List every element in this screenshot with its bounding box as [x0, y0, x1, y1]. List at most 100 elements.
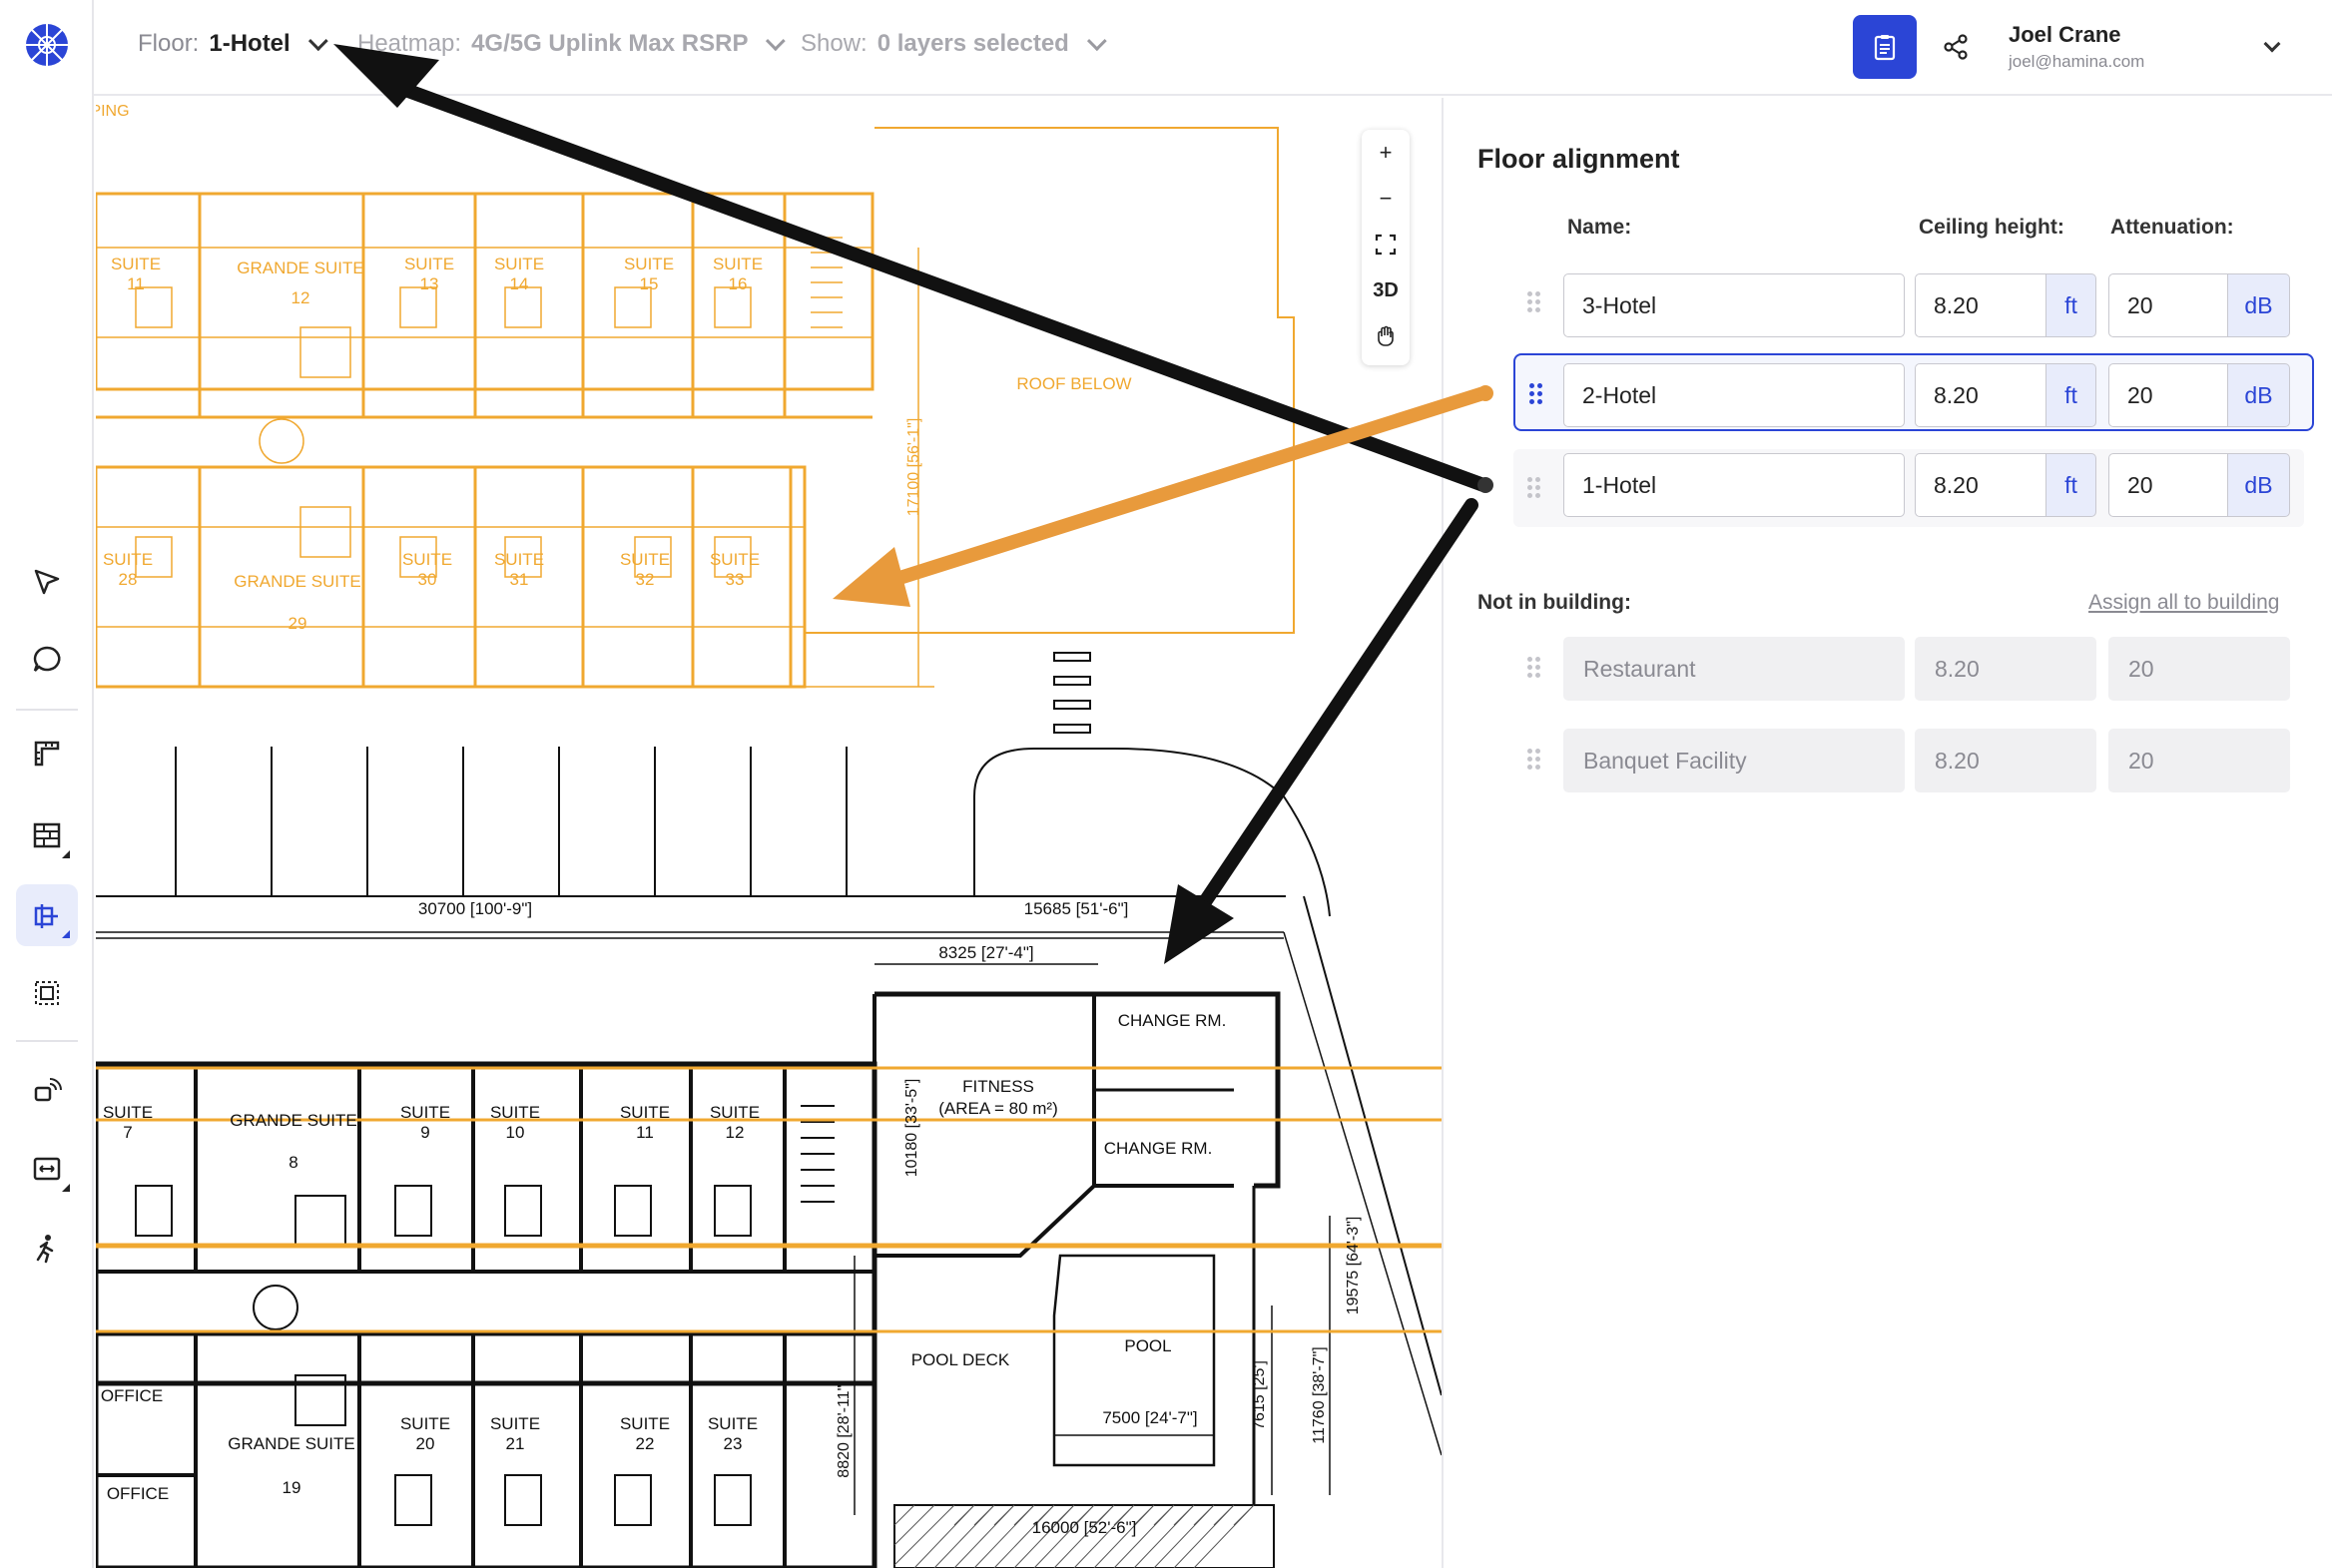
room-number: 8 — [289, 1153, 297, 1172]
user-email: joel@hamina.com — [2009, 52, 2145, 71]
heatmap-label: Heatmap: — [357, 30, 462, 57]
drag-handle-icon[interactable] — [1527, 291, 1541, 313]
rail-divider — [16, 1040, 78, 1042]
overlay-room-label: SUITE — [494, 550, 544, 569]
panel-title: Floor alignment — [1477, 144, 1680, 174]
floor-row-selected[interactable]: 2-Hotel 8.20 ft 20 dB — [1513, 353, 2314, 431]
floor-name-input[interactable]: 2-Hotel — [1563, 363, 1905, 427]
drag-handle-icon[interactable] — [1527, 477, 1541, 499]
ceiling-height-input[interactable]: 8.20 — [1915, 363, 2046, 427]
attenuation-input[interactable]: 20 — [2108, 273, 2228, 337]
floor-row: 3-Hotel 8.20 ft 20 dB — [1513, 263, 2304, 341]
hamina-logo-icon[interactable] — [24, 22, 70, 68]
zoom-in-button[interactable]: + — [1379, 140, 1393, 165]
overlay-floor-plan — [96, 127, 1295, 689]
floor-alignment-icon[interactable] — [16, 884, 78, 946]
attenuation-input[interactable]: 20 — [2108, 363, 2228, 427]
comment-icon[interactable] — [16, 629, 78, 691]
scale-icon[interactable] — [16, 1138, 78, 1200]
overlay-room-number: 31 — [510, 570, 529, 589]
floor-name-input[interactable]: 1-Hotel — [1563, 453, 1905, 517]
ruler-icon[interactable] — [16, 723, 78, 784]
heatmap-selector[interactable]: Heatmap: 4G/5G Uplink Max RSRP — [357, 30, 787, 58]
dimension-label: 8325 [27'-4"] — [938, 943, 1033, 962]
room-number: 21 — [506, 1434, 525, 1453]
overlay-room-number: 32 — [636, 570, 655, 589]
fullscreen-icon — [1375, 234, 1397, 256]
room-label: SUITE — [620, 1103, 670, 1122]
alignment-guides — [96, 1066, 1442, 1333]
ceiling-unit: ft — [2046, 453, 2096, 517]
unassigned-attenuation[interactable]: 20 — [2108, 729, 2290, 792]
overlay-room-number: 15 — [640, 274, 659, 293]
floor-alignment-panel: Floor alignment Name: Ceiling height: At… — [1442, 98, 2332, 1568]
area-select-icon[interactable] — [16, 962, 78, 1024]
unassigned-floor-name[interactable]: Banquet Facility — [1563, 729, 1905, 792]
drag-handle-icon[interactable] — [1527, 749, 1541, 771]
room-number: 20 — [416, 1434, 435, 1453]
unassigned-floor-row: Banquet Facility 8.20 20 — [1513, 729, 2304, 792]
overlay-room-label: SUITE — [624, 255, 674, 273]
room-number: 7 — [123, 1123, 132, 1142]
column-header-name: Name: — [1567, 216, 1632, 239]
dimension-label: 10180 [33'-5"] — [903, 1079, 920, 1178]
unassigned-ceiling-height[interactable]: 8.20 — [1915, 637, 2096, 701]
drag-handle-icon[interactable] — [1529, 383, 1543, 405]
3d-view-button[interactable]: 3D — [1373, 278, 1399, 301]
attenuation-unit: dB — [2228, 363, 2290, 427]
overlay-room-label: GRANDE SUITE — [237, 259, 364, 277]
floor-row: 1-Hotel 8.20 ft 20 dB — [1513, 449, 2304, 527]
top-bar: Floor: 1-Hotel Heatmap: 4G/5G Uplink Max… — [94, 0, 2332, 96]
attenuation-input[interactable]: 20 — [2108, 453, 2228, 517]
room-number: 9 — [420, 1123, 429, 1142]
attenuation-unit: dB — [2228, 273, 2290, 337]
room-label: OFFICE — [101, 1386, 163, 1405]
ceiling-height-input[interactable]: 8.20 — [1915, 273, 2046, 337]
fit-to-screen-button[interactable] — [1362, 222, 1410, 267]
walk-survey-icon[interactable] — [16, 1218, 78, 1280]
overlay-room-number: 11 — [127, 274, 145, 293]
assign-all-link[interactable]: Assign all to building — [2088, 591, 2280, 614]
floor-name-input[interactable]: 3-Hotel — [1563, 273, 1905, 337]
show-label: Show: — [801, 30, 868, 57]
floor-selector[interactable]: Floor: 1-Hotel — [138, 30, 328, 58]
overlay-room-number: 29 — [289, 614, 307, 633]
floor-value: 1-Hotel — [209, 30, 291, 57]
floor-label: Floor: — [138, 30, 200, 57]
room-label: SUITE — [400, 1414, 450, 1433]
user-name: Joel Crane — [2009, 22, 2121, 47]
unassigned-floor-name[interactable]: Restaurant — [1563, 637, 1905, 701]
access-point-icon[interactable] — [16, 1060, 78, 1122]
walls-icon[interactable] — [16, 804, 78, 866]
unassigned-attenuation[interactable]: 20 — [2108, 637, 2290, 701]
pan-button[interactable] — [1362, 313, 1410, 359]
chevron-down-icon — [1086, 31, 1107, 52]
share-button[interactable] — [1931, 22, 1981, 72]
layers-selector[interactable]: Show: 0 layers selected — [801, 30, 1107, 58]
drag-handle-icon[interactable] — [1527, 657, 1541, 679]
overlay-room-number: 30 — [418, 570, 437, 589]
attenuation-unit: dB — [2228, 453, 2290, 517]
room-label: SUITE — [400, 1103, 450, 1122]
overlay-room-number: 28 — [119, 570, 138, 589]
user-menu[interactable]: Joel Crane joel@hamina.com — [2009, 22, 2144, 72]
room-number: 11 — [636, 1123, 654, 1142]
select-pointer-icon[interactable] — [16, 551, 78, 613]
room-label: FITNESS — [962, 1077, 1034, 1096]
ceiling-unit: ft — [2046, 273, 2096, 337]
unassigned-ceiling-height[interactable]: 8.20 — [1915, 729, 2096, 792]
chevron-down-icon — [307, 31, 328, 52]
room-label: SUITE — [620, 1414, 670, 1433]
room-label: SUITE — [103, 1103, 153, 1122]
share-icon — [1944, 34, 1968, 60]
left-toolbar — [0, 0, 94, 1568]
room-label: (AREA = 80 m²) — [938, 1099, 1058, 1118]
report-button[interactable] — [1853, 15, 1917, 79]
rail-divider — [16, 709, 78, 711]
overlay-room-label: SUITE — [103, 550, 153, 569]
zoom-out-button[interactable]: − — [1379, 186, 1393, 211]
hatch-pattern — [893, 1504, 1255, 1568]
ceiling-height-input[interactable]: 8.20 — [1915, 453, 2046, 517]
